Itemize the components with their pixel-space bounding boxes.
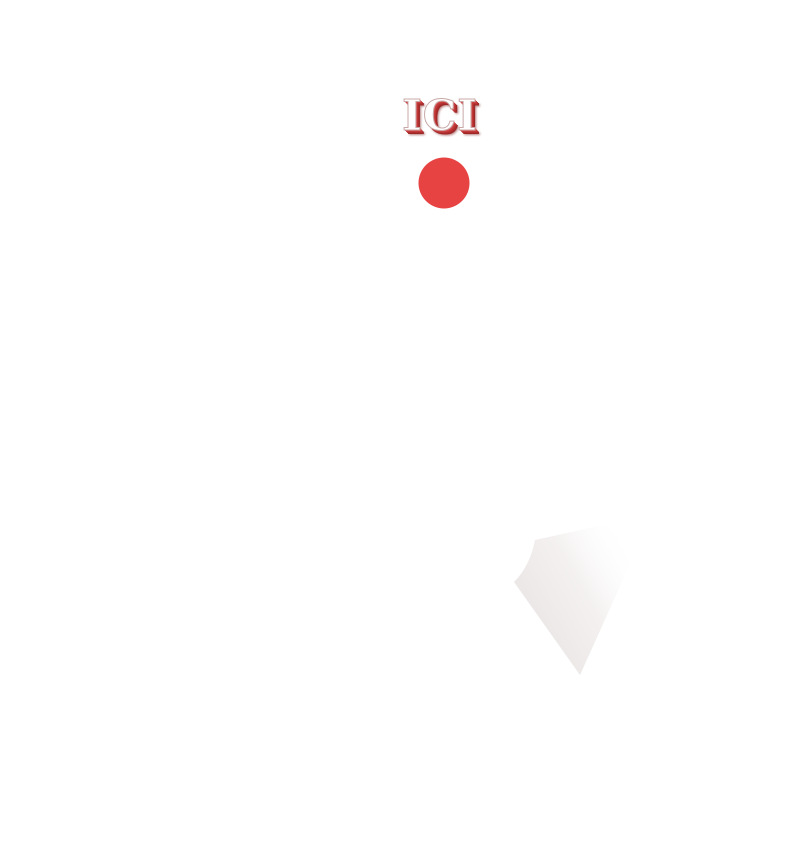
ici-label: ICI [402, 91, 478, 141]
paper-curl-shadow-icon [514, 518, 650, 675]
red-dot-icon[interactable] [418, 157, 470, 209]
